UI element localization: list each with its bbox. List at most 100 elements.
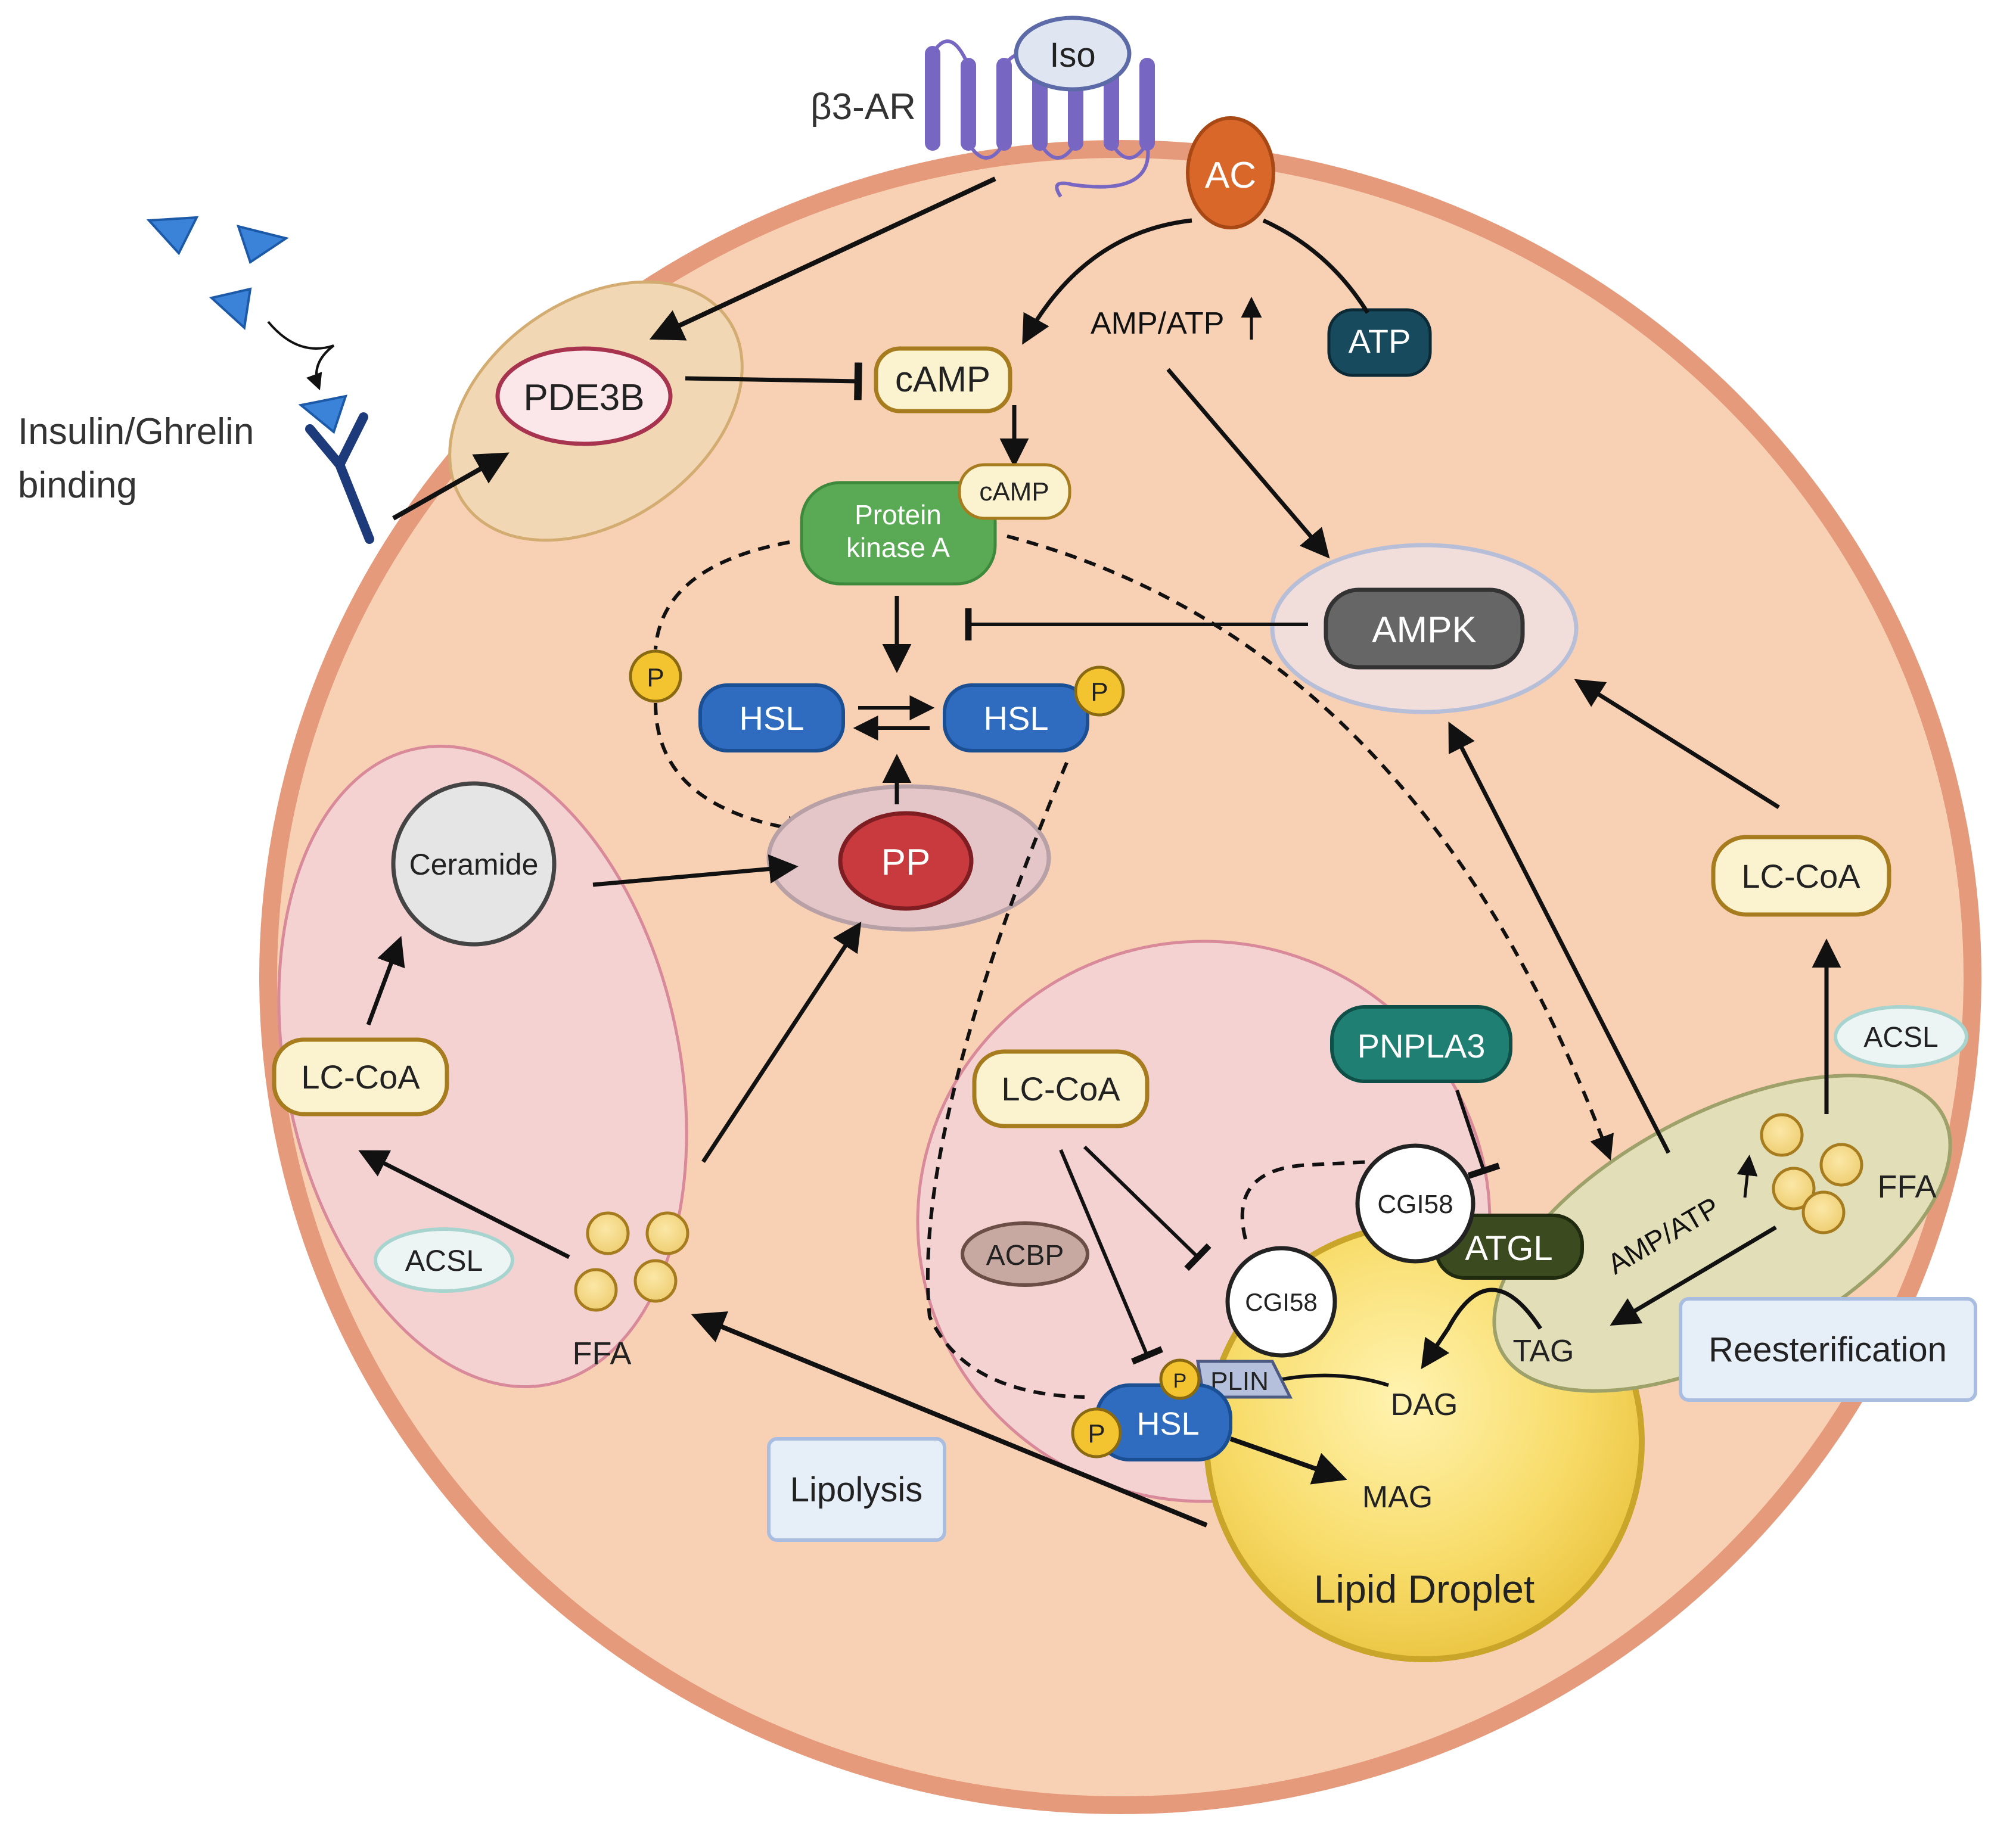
ampk-node <box>1324 587 1525 670</box>
hsl-bottom-label: HSL <box>1136 1406 1199 1442</box>
pp-node <box>838 811 974 911</box>
amp-atp-right-to-ampk-arrow <box>1448 721 1671 1154</box>
lc-coa-right-to-ampk-arrow <box>1574 679 1780 809</box>
cgi58-top-node <box>1355 1143 1475 1264</box>
cgi58-bottom-node <box>1225 1246 1337 1358</box>
phosphate-icon <box>1159 1358 1201 1400</box>
camp-node <box>874 346 1012 413</box>
pka-node <box>800 481 997 586</box>
ligand-binding-arrow <box>267 321 335 391</box>
ac-to-camp-arrow <box>1022 218 1192 345</box>
p-to-pp-dashed <box>654 702 813 841</box>
ffa-to-lc-coa-arrow <box>358 1150 570 1259</box>
insulin-ghrelin-label: Insulin/Ghrelin <box>18 411 254 452</box>
amp-atp-up-arrow-right <box>1737 1155 1758 1198</box>
lipid-droplet-label: Lipid Droplet <box>1314 1567 1535 1611</box>
lc-coa-center-label: LC-CoA <box>1001 1070 1120 1108</box>
b3ar-to-pde3b-arrow <box>649 176 996 341</box>
amp-atp-to-ampk-arrow <box>1166 368 1330 559</box>
acbp-label: ACBP <box>986 1240 1064 1271</box>
hsl-phos-label: HSL <box>984 699 1049 737</box>
plin-label: PLIN <box>1210 1367 1269 1396</box>
reesterification-box <box>1679 1297 1977 1402</box>
lc-coa-center-node <box>972 1049 1150 1128</box>
cgi58-bottom-label: CGI58 <box>1245 1288 1317 1316</box>
tag-label: TAG <box>1512 1334 1574 1369</box>
ffa-to-droplet-arrow <box>1610 1225 1777 1326</box>
camp-label: cAMP <box>895 359 990 399</box>
mag-label: MAG <box>1362 1480 1433 1514</box>
pnpla3-label: PNPLA3 <box>1358 1027 1486 1065</box>
hsl-unphos-label: HSL <box>740 699 804 737</box>
camp-small-label: cAMP <box>979 477 1049 506</box>
camp-small-node <box>958 463 1071 520</box>
ceramide-to-pp-arrow <box>592 854 799 887</box>
pka-to-p-dashed <box>654 540 790 650</box>
pka-label-line1: Protein <box>855 499 942 530</box>
pka-to-atgl-dashed <box>1007 534 1614 1161</box>
ffa-right-label: FFA <box>1877 1169 1936 1205</box>
ligand-triangle-icon <box>209 287 252 330</box>
pde3b-label: PDE3B <box>523 377 644 418</box>
ffa-to-pp-arrow <box>701 921 862 1163</box>
pde3b-inhibits-camp <box>685 362 862 400</box>
dag-label: DAG <box>1391 1388 1458 1422</box>
atgl-label: ATGL <box>1465 1229 1552 1268</box>
acsl-right-label: ACSL <box>1863 1022 1938 1053</box>
lc-coa-left-node <box>272 1037 449 1117</box>
lipolysis-label: Lipolysis <box>790 1470 922 1509</box>
atp-node <box>1327 308 1432 377</box>
pp-label: PP <box>881 842 931 883</box>
tag-to-dag-arrow <box>1421 1287 1542 1370</box>
lc-coa-right-node <box>1711 835 1891 917</box>
acsl-left-label: ACSL <box>405 1244 483 1277</box>
pde3b-node <box>495 346 673 446</box>
hsl-unphos-node <box>698 683 845 752</box>
hslp-to-hsl-bottom-dashed <box>925 761 1085 1399</box>
phosphate-icon <box>1074 665 1125 717</box>
iso-label: Iso <box>1049 36 1095 74</box>
iso-ligand <box>1014 15 1132 92</box>
reesterification-label: Reesterification <box>1709 1330 1947 1369</box>
phosphate-label: P <box>647 663 664 692</box>
ligand-triangle-icon <box>298 394 347 434</box>
ceramide-label: Ceramide <box>409 848 539 881</box>
phosphate-icon <box>1071 1407 1122 1458</box>
hsl-to-mag-arrow <box>1229 1436 1347 1485</box>
hsl-phos-node <box>943 683 1089 752</box>
amp-atp-top-label: AMP/ATP <box>1091 306 1224 341</box>
lc-coa-left-label: LC-CoA <box>301 1058 420 1096</box>
phosphate-label: P <box>1173 1370 1187 1392</box>
insulin-to-pde3b-arrow <box>392 452 510 521</box>
acbp-node <box>961 1221 1089 1287</box>
pnpla3-node <box>1330 1005 1512 1083</box>
ac-label: AC <box>1205 155 1256 196</box>
ffa-left-cluster <box>574 1211 689 1312</box>
ac-to-atp-link <box>1262 218 1369 314</box>
b3ar-label: β3-AR <box>810 86 916 127</box>
pka-label-line2: kinase A <box>846 532 950 563</box>
lc-coa-to-ceramide-arrow <box>366 935 405 1026</box>
lc-coa-inhibits-cgi58 <box>1083 1145 1212 1271</box>
ceramide-node <box>391 781 557 947</box>
ac-node <box>1186 116 1275 229</box>
ampk-label: AMPK <box>1372 609 1477 651</box>
insulin-receptor-icon <box>305 412 374 544</box>
phosphate-icon <box>629 649 682 703</box>
ligand-triangle-icon <box>146 216 199 256</box>
ligand-triangle-icon <box>236 225 289 265</box>
lc-coa-right-label: LC-CoA <box>1741 857 1860 895</box>
atp-label: ATP <box>1349 322 1411 360</box>
lc-coa-inhibits-hsl <box>1059 1149 1163 1365</box>
droplet-to-ffa-arrow <box>691 1311 1208 1528</box>
ffa-left-label: FFA <box>572 1336 631 1371</box>
insulin-binding-label: binding <box>18 465 137 506</box>
phosphate-label: P <box>1088 1419 1105 1448</box>
cgi58-top-label: CGI58 <box>1377 1190 1453 1219</box>
lipolysis-box <box>767 1437 946 1542</box>
phosphate-label: P <box>1091 677 1108 707</box>
acsl-left-node <box>374 1227 514 1293</box>
acsl-right-node <box>1834 1005 1968 1068</box>
ffa-right-cluster <box>1760 1113 1863 1234</box>
